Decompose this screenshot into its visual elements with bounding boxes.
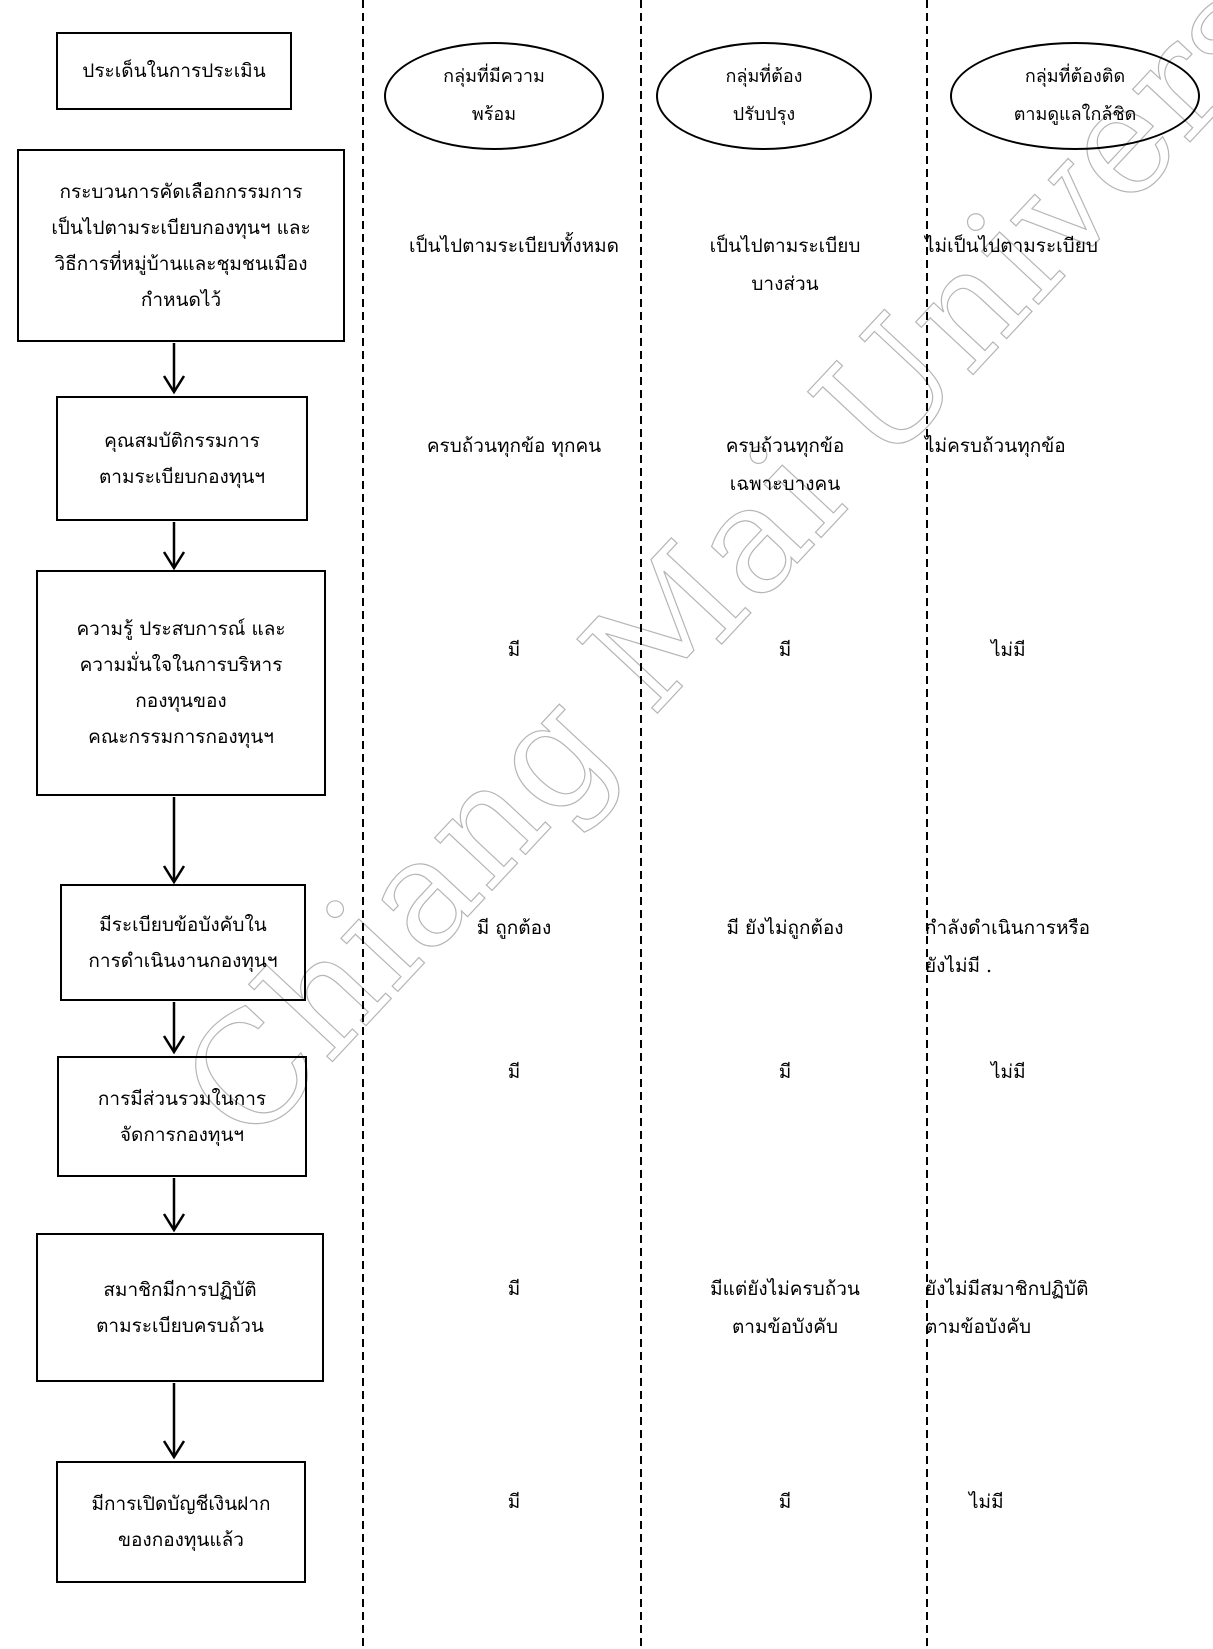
criterion-label-4: มีระเบียบข้อบังคับใน การดำเนินงานกองทุนฯ (88, 913, 278, 972)
monitor-value-1: ไม่เป็นไปตามระเบียบ (925, 235, 1098, 257)
group-improve-oval: กลุ่มที่ต้อง ปรับปรุง (656, 42, 872, 150)
criterion-box-6: สมาชิกมีการปฏิบัติ ตามระเบียบครบถ้วน (36, 1233, 324, 1382)
group-ready-label: กลุ่มที่มีความ พร้อม (443, 66, 545, 125)
improve-value-2: ครบถ้วนทุกข้อ เฉพาะบางคน (725, 435, 845, 495)
monitor-value-7: ไม่มี (969, 1491, 1004, 1513)
group-monitor-oval: กลุ่มที่ต้องติด ตามดูแลใกล้ชิด (950, 42, 1200, 150)
improve-value-5: มี (778, 1061, 792, 1083)
criterion-label-3: ความรู้ ประสบการณ์ และ ความมั่นใจในการบร… (76, 618, 286, 748)
improve-value-4: มี ยังไม่ถูกต้อง (726, 917, 844, 939)
flow-arrow-6 (162, 1383, 186, 1460)
criteria-header-box: ประเด็นในการประเมิน (56, 32, 292, 110)
monitor-value-2: ไม่ครบถ้วนทุกข้อ (925, 435, 1066, 457)
group-ready-oval: กลุ่มที่มีความ พร้อม (384, 42, 604, 150)
monitor-value-3: ไม่มี (991, 639, 1026, 661)
flow-arrow-4 (162, 1002, 186, 1055)
improve-value-7: มี (778, 1491, 792, 1513)
criterion-box-4: มีระเบียบข้อบังคับใน การดำเนินงานกองทุนฯ (60, 884, 306, 1001)
flow-arrow-2 (162, 522, 186, 571)
ready-value-6: มี (507, 1278, 521, 1300)
criterion-box-5: การมีส่วนรวมในการ จัดการกองทุนฯ (57, 1056, 307, 1177)
improve-value-3: มี (778, 639, 792, 661)
ready-value-5: มี (507, 1061, 521, 1083)
monitor-value-4: กำลังดำเนินการหรือ ยังไม่มี . (925, 917, 1091, 977)
criterion-box-3: ความรู้ ประสบการณ์ และ ความมั่นใจในการบร… (36, 570, 326, 796)
ready-value-1: เป็นไปตามระเบียบทั้งหมด (408, 235, 620, 257)
flow-arrow-3 (162, 797, 186, 885)
criterion-box-2: คุณสมบัติกรรมการ ตามระเบียบกองทุนฯ (56, 396, 308, 521)
ready-value-4: มี ถูกต้อง (476, 917, 552, 939)
ready-value-7: มี (507, 1491, 521, 1513)
criteria-header-label: ประเด็นในการประเมิน (82, 60, 266, 82)
criterion-label-2: คุณสมบัติกรรมการ ตามระเบียบกองทุนฯ (98, 429, 266, 488)
group-improve-label: กลุ่มที่ต้อง ปรับปรุง (725, 66, 803, 125)
criterion-label-5: การมีส่วนรวมในการ จัดการกองทุนฯ (97, 1087, 267, 1146)
monitor-value-5: ไม่มี (991, 1061, 1026, 1083)
ready-value-3: มี (507, 639, 521, 661)
criterion-box-1: กระบวนการคัดเลือกกรรมการ เป็นไปตามระเบีย… (17, 149, 345, 342)
improve-value-6: มีแต่ยังไม่ครบถ้วน ตามข้อบังคับ (710, 1278, 860, 1338)
criterion-label-7: มีการเปิดบัญชีเงินฝาก ของกองทุนแล้ว (91, 1493, 271, 1551)
criterion-box-7: มีการเปิดบัญชีเงินฝาก ของกองทุนแล้ว (56, 1461, 306, 1583)
ready-value-2: ครบถ้วนทุกข้อ ทุกคน (426, 435, 602, 457)
monitor-value-6: ยังไม่มีสมาชิกปฏิบัติ ตามข้อบังคับ (925, 1278, 1089, 1338)
flow-arrow-1 (162, 343, 186, 395)
flow-arrow-5 (162, 1178, 186, 1233)
criterion-label-1: กระบวนการคัดเลือกกรรมการ เป็นไปตามระเบีย… (51, 180, 311, 311)
improve-value-1: เป็นไปตามระเบียบ บางส่วน (709, 235, 861, 295)
criterion-label-6: สมาชิกมีการปฏิบัติ ตามระเบียบครบถ้วน (96, 1278, 264, 1337)
group-monitor-label: กลุ่มที่ต้องติด ตามดูแลใกล้ชิด (1013, 66, 1137, 125)
